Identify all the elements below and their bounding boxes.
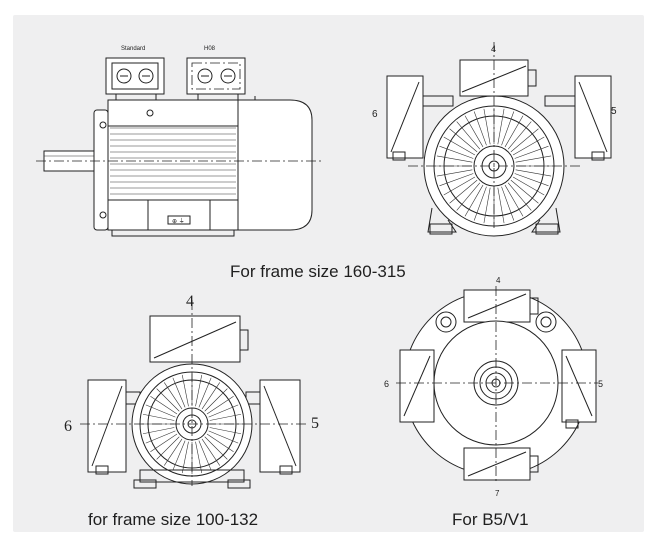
position-5-label: 5 bbox=[611, 106, 617, 117]
position-4-label: 4 bbox=[491, 44, 496, 54]
end-view-b5-v1: 4 6 5 7 bbox=[384, 276, 603, 498]
svg-text:⊕ ⏚: ⊕ ⏚ bbox=[172, 218, 185, 225]
caption-frame-160-315: For frame size 160-315 bbox=[230, 262, 406, 281]
terminal-box-standard bbox=[105, 57, 165, 95]
side-view-motor-drawing: Standard H08 bbox=[36, 46, 322, 237]
position-6-label-b: 6 bbox=[64, 418, 72, 435]
position-4-label-c: 4 bbox=[496, 276, 501, 285]
position-5-label-b: 5 bbox=[311, 415, 319, 432]
box-label-standard: Standard bbox=[121, 46, 145, 52]
position-5-label-c: 5 bbox=[598, 379, 603, 389]
caption-frame-100-132: for frame size 100-132 bbox=[88, 510, 259, 529]
motor-body bbox=[107, 99, 239, 231]
terminal-box-top-b bbox=[149, 315, 241, 363]
position-7-label: 7 bbox=[495, 489, 500, 498]
caption-b5-v1: For B5/V1 bbox=[452, 510, 529, 529]
box-label-h08: H08 bbox=[204, 46, 216, 52]
end-view-motor-100-132: 4 6 5 bbox=[64, 293, 319, 489]
fan-cover bbox=[237, 99, 313, 231]
position-6-label-c: 6 bbox=[384, 379, 389, 389]
position-6-label: 6 bbox=[372, 109, 378, 120]
terminal-box-right-c bbox=[561, 349, 597, 423]
end-view-motor-160-315: 4 6 5 bbox=[372, 42, 617, 237]
position-4-label-b: 4 bbox=[186, 293, 194, 310]
